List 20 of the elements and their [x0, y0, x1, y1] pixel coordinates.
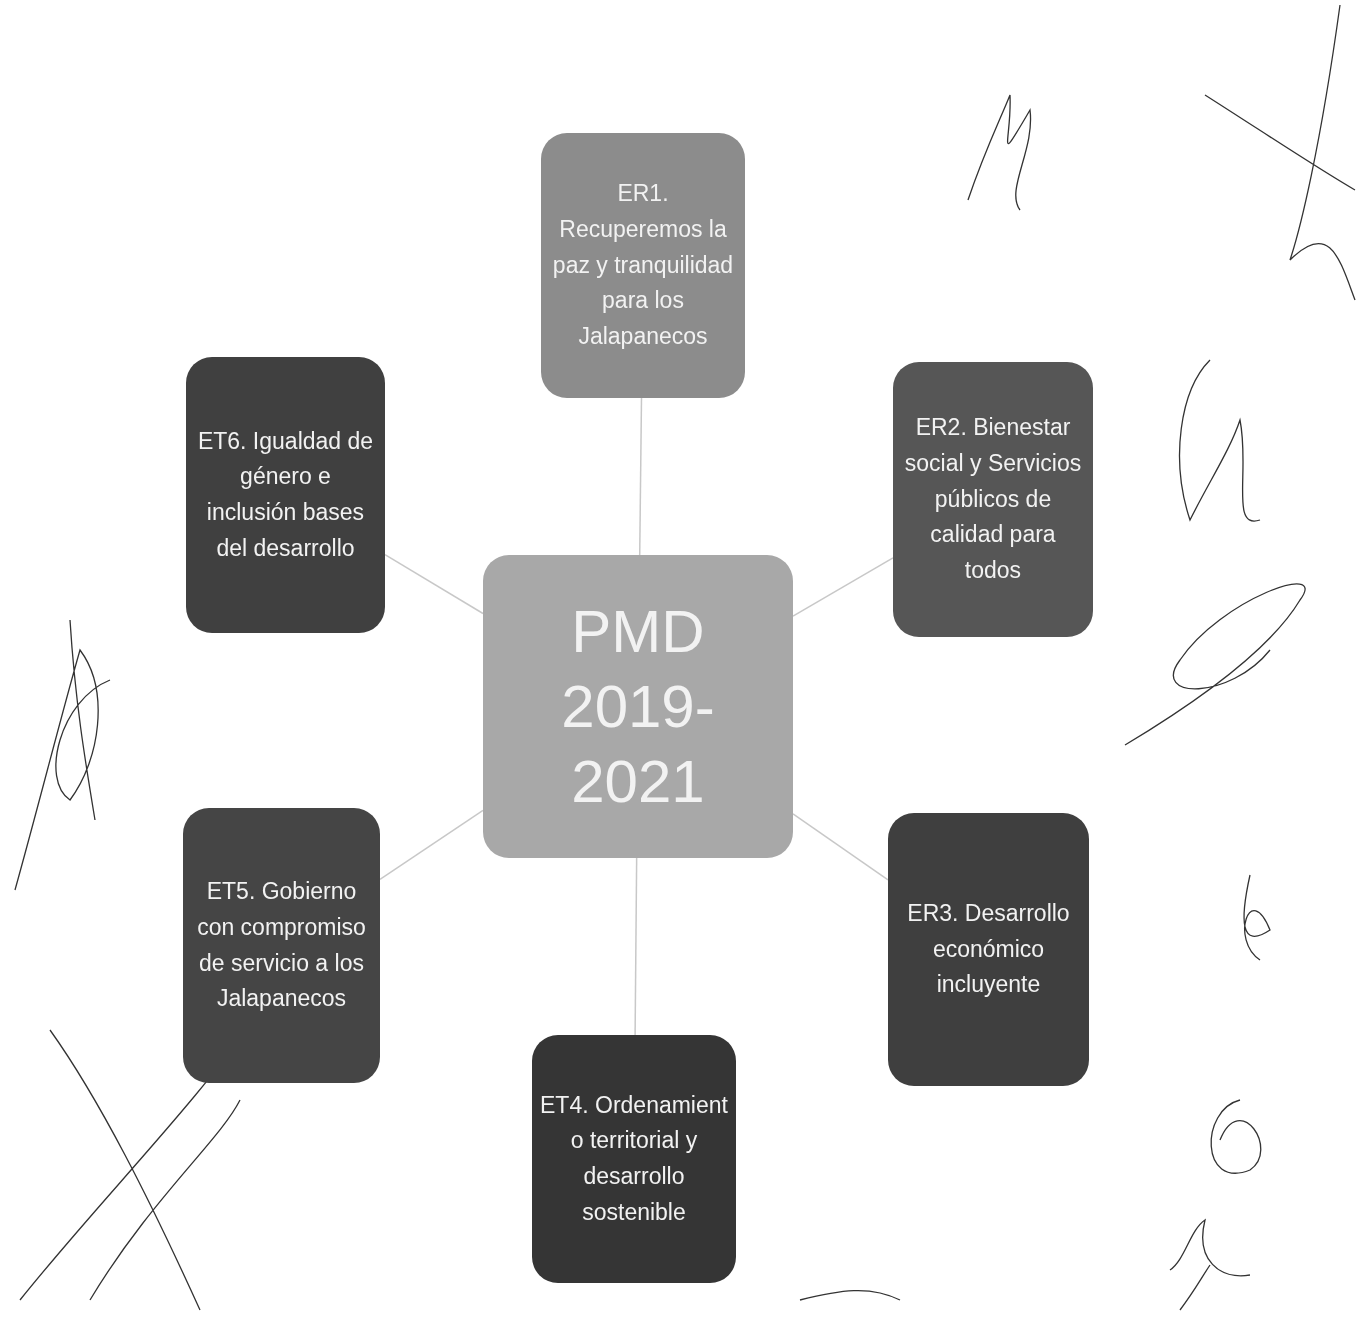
box-text: ET5. Gobierno con compromiso de servicio a los Jalapanecos: [196, 877, 367, 1014]
box-text: ET4. Ordenamient o territorial y desarrollo sostenible: [540, 1090, 728, 1227]
strategy-box: [541, 133, 745, 398]
box-text: ET6. Igualdad de género e inclusión bases del desarrollo: [196, 426, 375, 563]
strategy-box: [186, 357, 385, 633]
connector-line: [634, 857, 638, 1036]
connector-line: [792, 557, 894, 617]
box-text: ER1. Recuperemos la paz y tranquilidad para los Jalapanecos: [551, 179, 735, 351]
box-text: ER3. Desarrollo económico incluyente: [906, 899, 1071, 1000]
strategy-box: [183, 808, 380, 1083]
central-box: [483, 555, 793, 858]
strategy-box: [532, 1035, 736, 1283]
title-text: PMD 2019-2021: [560, 597, 716, 817]
strategy-box: [888, 813, 1089, 1086]
box-text: ER2. Bienestar social y Servicios públicos de calidad para todos: [903, 413, 1083, 585]
connector-line: [379, 809, 484, 881]
connector-line: [384, 553, 484, 615]
connector-line: [792, 813, 889, 881]
strategy-box: [893, 362, 1093, 637]
connector-line: [638, 397, 643, 556]
